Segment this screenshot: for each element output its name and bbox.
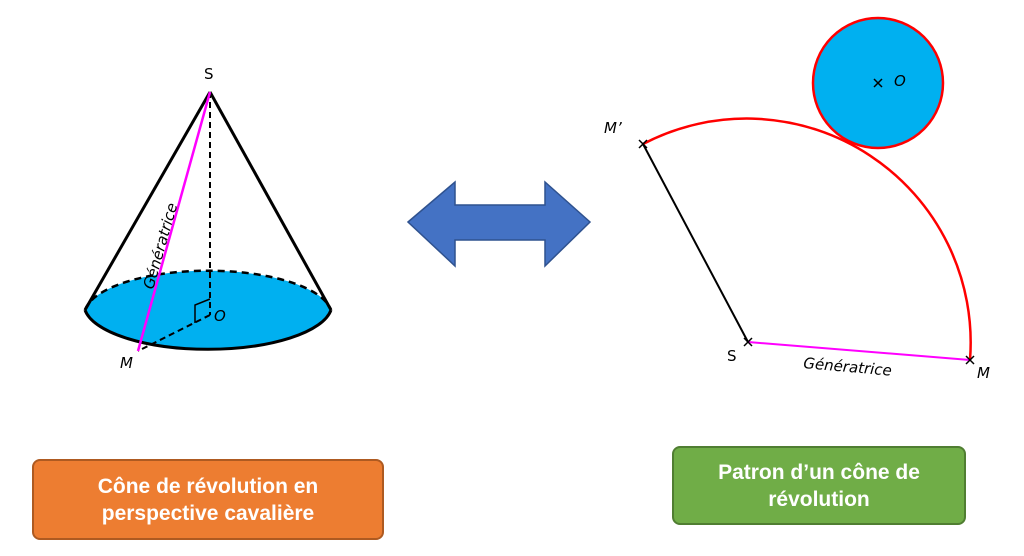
- net-arc: [642, 117, 972, 361]
- net-generatrix: [747, 341, 971, 361]
- label-s: S: [204, 65, 214, 83]
- cone-right-edge: [208, 91, 333, 311]
- label-m-net: M: [977, 364, 990, 382]
- label-o: O: [214, 307, 226, 325]
- cone-base-back-edge: [83, 269, 333, 311]
- caption-right: Patron d’un cône de révolution: [672, 446, 966, 525]
- cone-base-front: [85, 270, 331, 350]
- cone-radius: [137, 314, 211, 352]
- cone-perspective: S O M Génératrice: [83, 65, 333, 372]
- label-o-net: O: [894, 72, 906, 90]
- right-angle-mark: [194, 298, 211, 323]
- label-m-prime: M’: [604, 119, 622, 137]
- cross-marks: [638, 78, 975, 365]
- label-m: M: [120, 354, 133, 372]
- cone-left-edge: [83, 91, 212, 311]
- caption-left: Cône de révolution en perspective cavali…: [32, 459, 384, 540]
- cone-generatrix: [136, 91, 212, 352]
- cone-base-front-edge: [83, 309, 333, 351]
- cone-net: M’ S M O Génératrice: [604, 16, 990, 382]
- label-s-net: S: [727, 347, 737, 365]
- net-side: [642, 143, 749, 343]
- caption-right-text: Patron d’un cône de révolution: [718, 460, 920, 511]
- double-arrow-icon: [406, 180, 592, 268]
- label-generatrix-net: Génératrice: [803, 354, 893, 380]
- caption-left-text: Cône de révolution en perspective cavali…: [97, 474, 319, 525]
